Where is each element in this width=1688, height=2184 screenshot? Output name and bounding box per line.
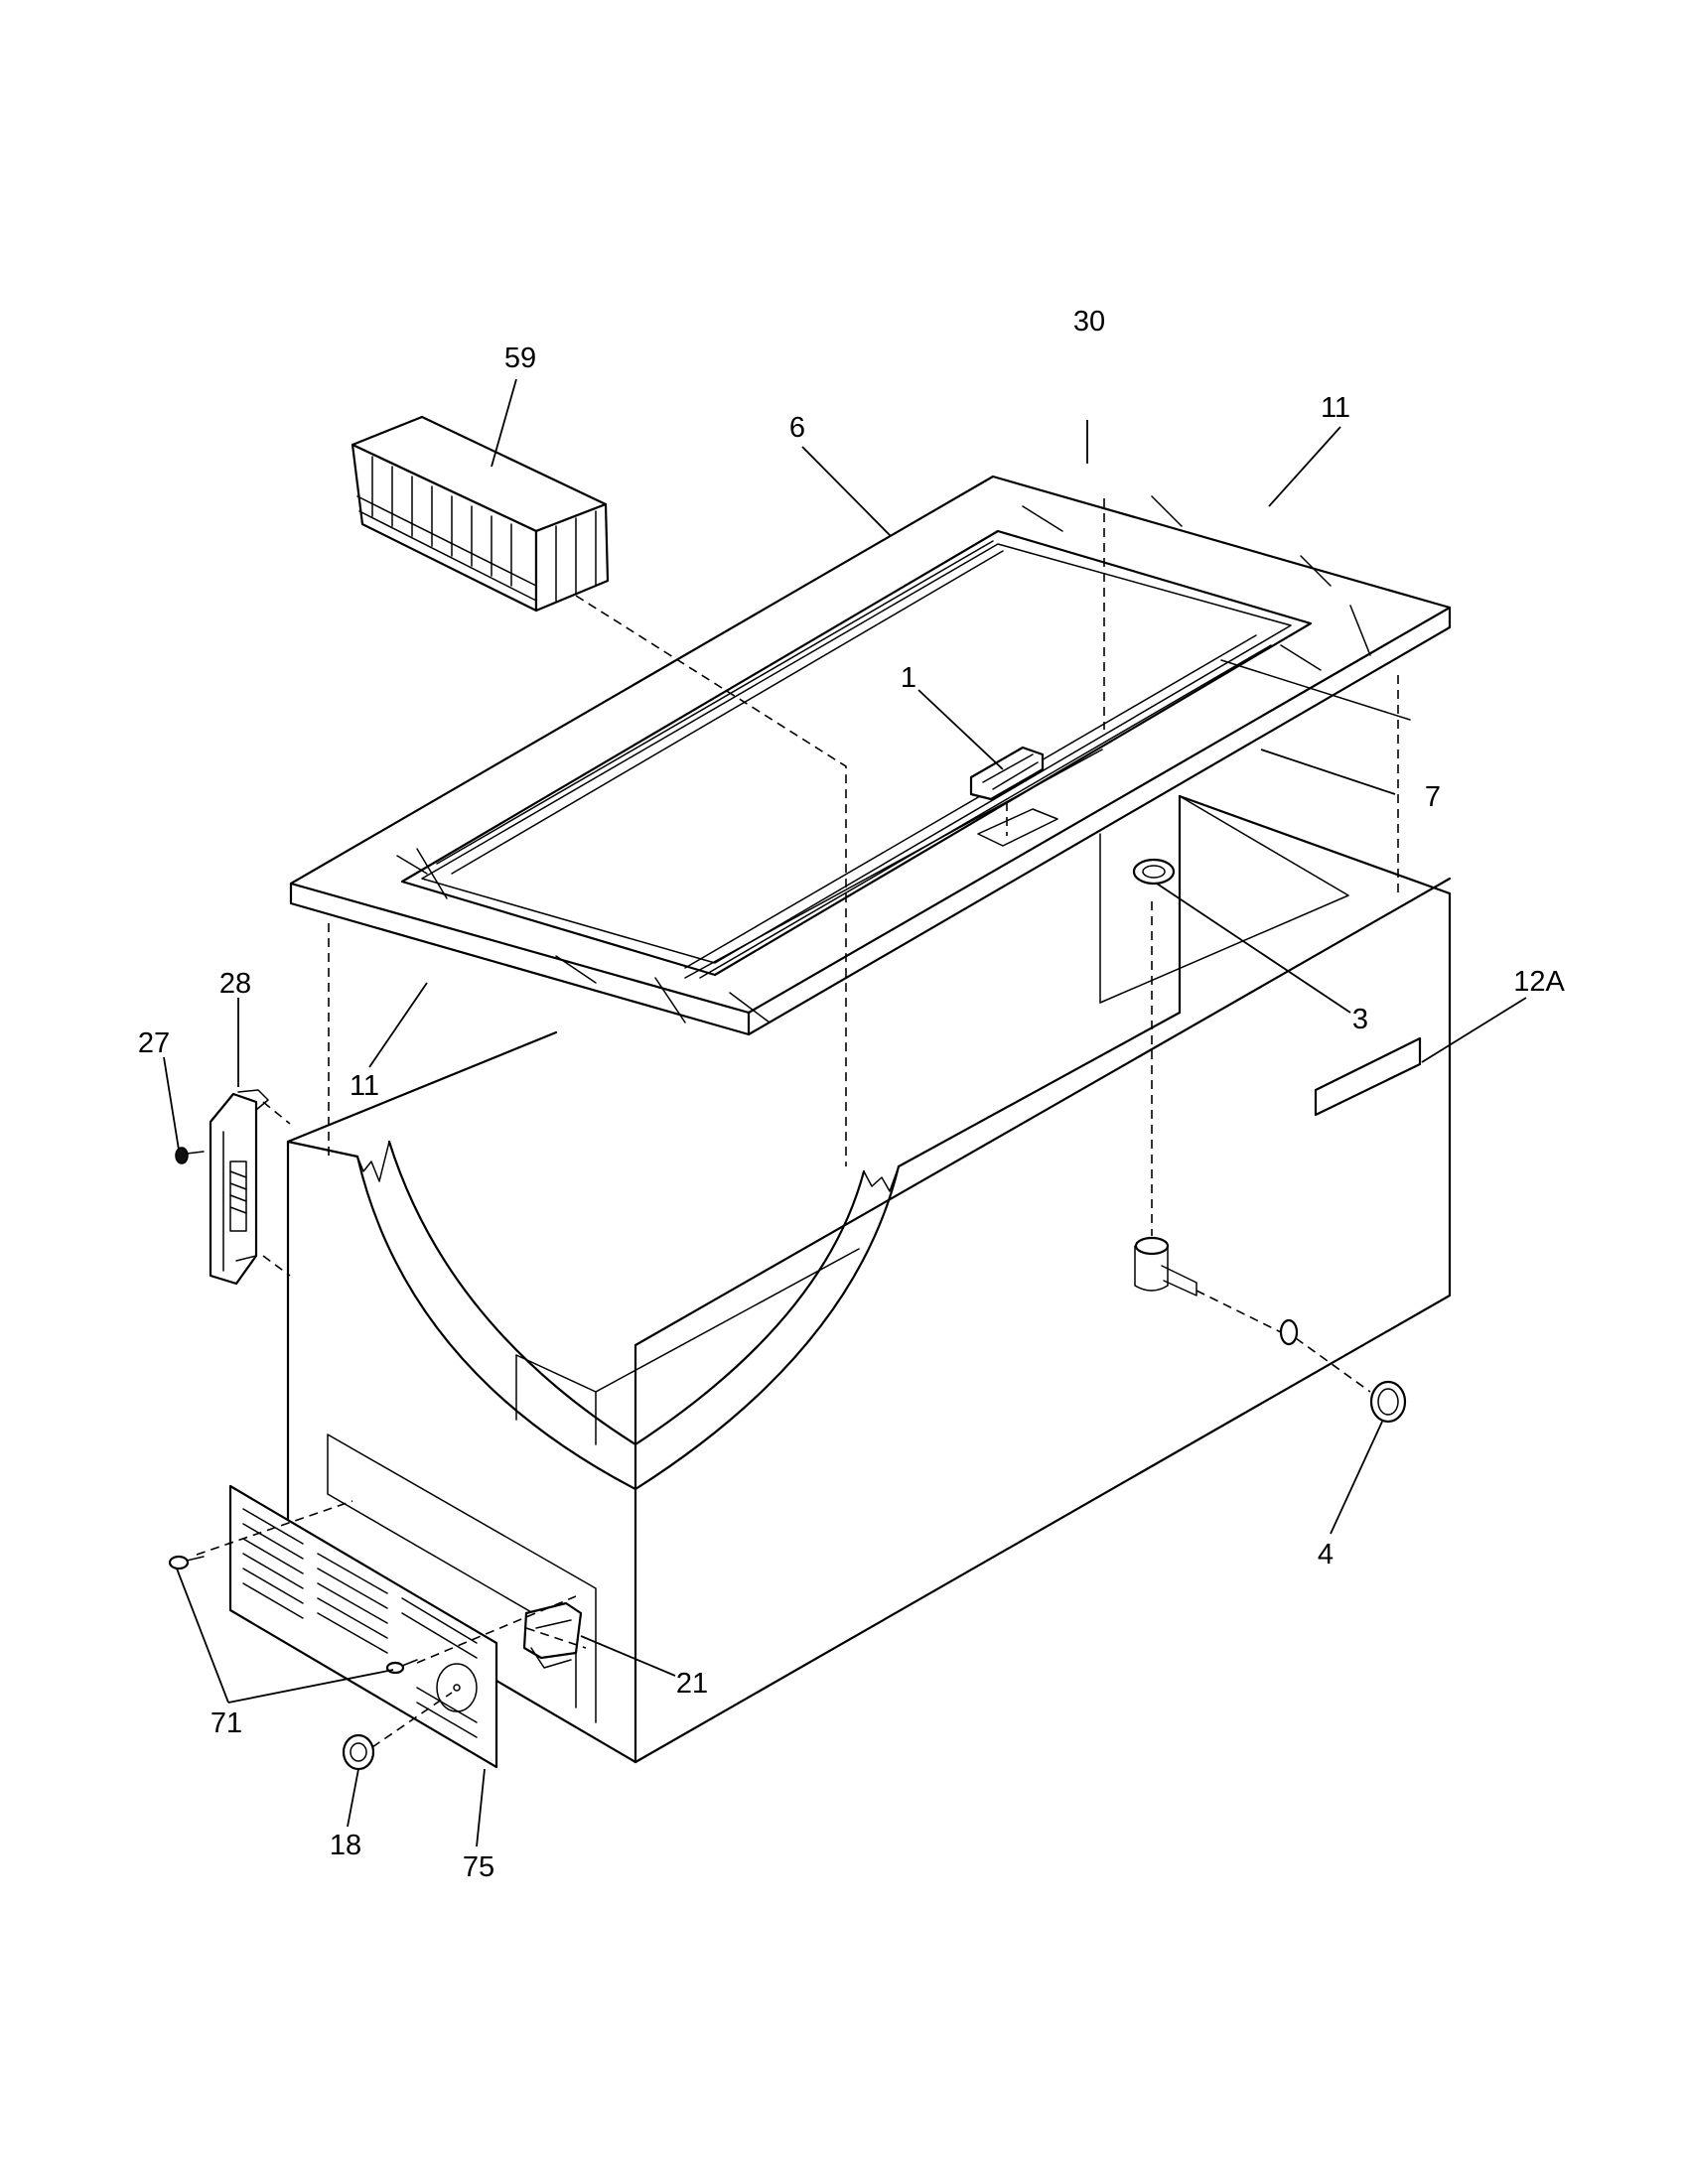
callout-75: 75	[463, 1851, 494, 1883]
callout-28: 28	[219, 968, 251, 1000]
fasteners	[168, 1555, 418, 1771]
callout-30: 30	[1073, 306, 1105, 338]
callout-4: 4	[1318, 1539, 1334, 1570]
callout-11-bottom: 11	[350, 1070, 379, 1102]
callout-59: 59	[504, 342, 536, 374]
freezer-cabinet	[286, 794, 1452, 1764]
callout-6: 6	[789, 412, 805, 444]
serial-plate	[1314, 1036, 1422, 1117]
callout-1: 1	[901, 662, 916, 694]
callout-7: 7	[1425, 781, 1441, 813]
leader-lines	[163, 378, 1527, 1847]
callout-27: 27	[138, 1027, 170, 1059]
callout-12A: 12A	[1513, 966, 1565, 998]
callout-18: 18	[330, 1830, 361, 1861]
callout-11-top: 11	[1321, 392, 1350, 424]
lock-assembly	[969, 746, 1058, 847]
storage-basket	[351, 415, 610, 613]
relay-switch	[522, 1601, 583, 1669]
front-grille-panel	[228, 1433, 597, 1769]
hinge-assembly	[175, 1089, 269, 1286]
lid-gasket-frame	[289, 475, 1452, 1036]
callout-3: 3	[1352, 1004, 1368, 1035]
callout-21: 21	[676, 1668, 708, 1700]
alignment-lines	[196, 498, 1399, 1748]
callout-71: 71	[211, 1707, 242, 1739]
drain-assembly	[1132, 858, 1407, 1424]
callout-labels: 1 3 4 6 7 11 11 12A 18 21 27 28 30 59 71…	[138, 306, 1566, 1883]
